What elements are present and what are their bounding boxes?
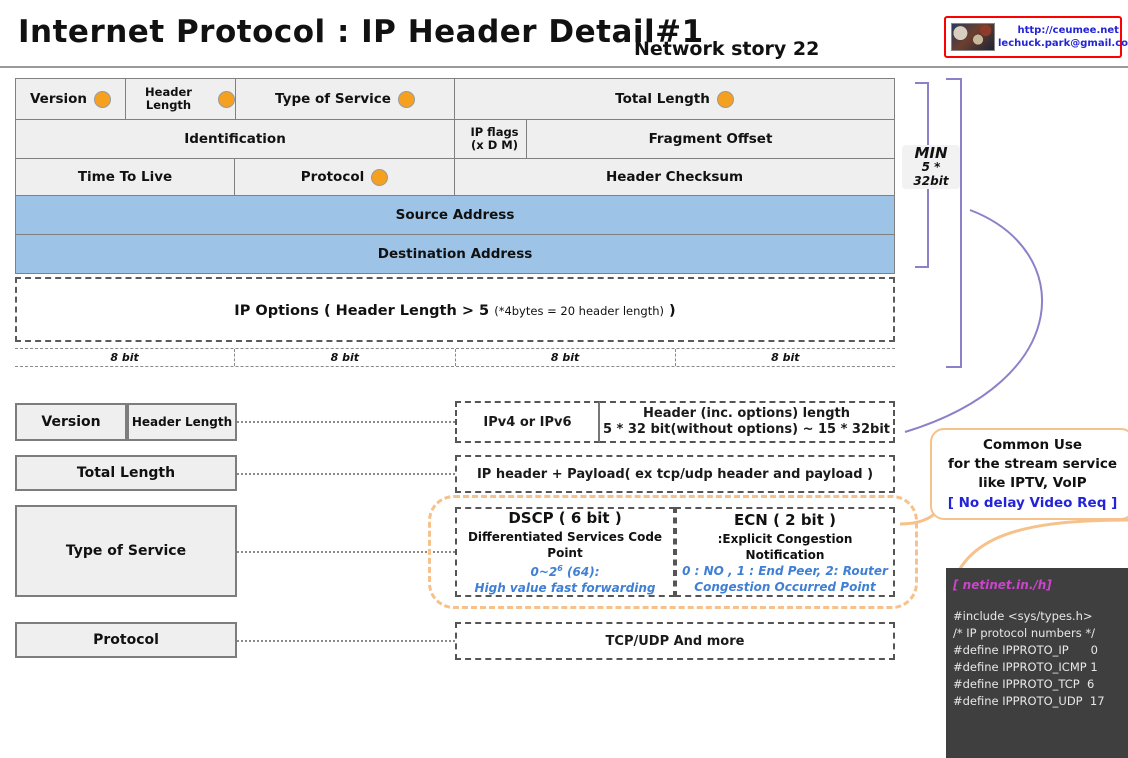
ip-options-main-label: IP Options ( Header Length > 5 [234,303,495,319]
logo-url[interactable]: http://ceumee.net [1017,25,1119,36]
code-line: #define IPPROTO_UDP 17 [953,694,1105,708]
cell-version: Version [16,79,126,119]
page-title: Internet Protocol : IP Header Detail#1 [18,14,704,50]
cell-protocol-label: Protocol [300,168,365,185]
detail-box-version[interactable]: Version [15,403,127,441]
ip-options-close-label: ) [664,303,676,319]
logo-contact-text: http://ceumee.net lechuck.park@gmail.com [995,24,1128,50]
orange-marker-icon [397,90,415,108]
code-spacer [953,594,1121,608]
ruler-segment: 8 bit [235,349,456,366]
min-label-line1: MIN [914,144,948,162]
cell-identification: Identification [16,120,455,158]
cell-protocol: Protocol [235,159,455,195]
orange-marker-icon [716,90,734,108]
orange-marker-icon [94,90,112,108]
cell-ip-options: IP Options ( Header Length > 5 (*4bytes … [15,277,895,342]
detail-box-total-length[interactable]: Total Length [15,455,237,491]
detail-box-type-of-service[interactable]: Type of Service [15,505,237,597]
explain-ecn: ECN ( 2 bit ) :Explicit Congestion Notif… [675,507,895,597]
connector-total-length [237,473,455,475]
common-use-line3: like IPTV, VoIP [978,474,1087,491]
header-divider [0,66,1128,68]
logo-thumbnail-image [951,23,995,51]
detail-box-header-length[interactable]: Header Length [127,403,237,441]
page-subtitle: Network story 22 [634,38,820,60]
table-row: Source Address [16,196,894,235]
cell-total-length: Total Length [455,79,894,119]
ruler-segment: 8 bit [456,349,676,366]
dscp-note-1-sup: 6 [557,564,563,573]
explain-total-length: IP header + Payload( ex tcp/udp header a… [455,455,895,493]
orange-marker-icon [218,90,235,108]
code-line: #include <sys/types.h> [953,609,1093,623]
cell-header-checksum: Header Checksum [455,159,894,195]
orange-marker-icon [371,168,389,186]
connector-version [237,421,455,423]
dscp-note-1: 0~26 (64): [531,561,600,580]
ip-options-note-label: (*4bytes = 20 header length) [494,304,664,318]
cell-header-length-label: Header Length [145,85,192,112]
dscp-subtitle: Differentiated Services Code Point [467,530,663,560]
connector-type-of-service [237,551,455,553]
site-logo-badge[interactable]: http://ceumee.net lechuck.park@gmail.com [944,16,1128,58]
ruler-segment: 8 bit [15,349,236,366]
table-row: Identification IP flags (x D M) Fragment… [16,120,894,159]
explain-header-length: Header (inc. options) length 5 * 32 bit(… [600,401,895,443]
code-line: /* IP protocol numbers */ [953,626,1095,640]
full-header-bracket [946,78,962,368]
cell-type-of-service-label: Type of Service [275,90,391,107]
explain-ip-version: IPv4 or IPv6 [455,401,600,443]
cell-source-address: Source Address [16,196,894,234]
table-row: Destination Address [16,235,894,273]
connector-protocol [237,640,455,642]
cell-type-of-service: Type of Service [236,79,455,119]
code-snippet-panel: [ netinet.in./h] #include <sys/types.h> … [946,568,1128,758]
cell-ip-flags: IP flags (x D M) [455,120,527,158]
cell-header-length: Header Length [126,79,236,119]
cell-version-label: Version [29,90,88,107]
table-row: Version Header Length Type of Service To… [16,79,894,120]
code-line: #define IPPROTO_ICMP 1 [953,660,1098,674]
dscp-note-1a: 0~2 [530,565,558,579]
cell-destination-address: Destination Address [16,235,894,273]
common-use-line1: Common Use [982,436,1083,453]
code-title: [ netinet.in./h] [953,578,1052,592]
code-line: #define IPPROTO_IP 0 [953,643,1098,657]
common-use-line2: for the stream service [947,455,1118,472]
bit-width-ruler: 8 bit 8 bit 8 bit 8 bit [15,348,895,367]
explain-dscp: DSCP ( 6 bit ) Differentiated Services C… [455,507,675,597]
dscp-note-1b: (64): [562,565,600,579]
logo-email[interactable]: lechuck.park@gmail.com [998,38,1128,49]
explain-header-length-line1: Header (inc. options) length [643,406,850,421]
explain-header-length-line2: 5 * 32 bit(without options) ~ 15 * 32bit [602,422,890,437]
common-use-callout: Common Use for the stream service like I… [930,428,1128,520]
min-label-line2: 5 * [921,160,941,174]
table-row: Time To Live Protocol Header Checksum [16,159,894,196]
ecn-title: ECN ( 2 bit ) [734,510,836,529]
dscp-title: DSCP ( 6 bit ) [508,509,622,527]
explain-protocol: TCP/UDP And more [455,622,895,660]
ip-header-table: Version Header Length Type of Service To… [15,78,895,274]
cell-total-length-label: Total Length [615,90,710,107]
ecn-subtitle: :Explicit Congestion Notification [717,531,853,562]
min-label-line3: 32bit [913,174,949,188]
ruler-segment: 8 bit [771,351,800,364]
cell-fragment-offset: Fragment Offset [527,120,894,158]
cell-time-to-live: Time To Live [16,159,235,195]
code-line: #define IPPROTO_TCP 6 [953,677,1095,691]
dscp-note-2: High value fast forwarding [474,581,656,595]
common-use-line4: [ No delay Video Req ] [947,494,1118,511]
detail-box-protocol[interactable]: Protocol [15,622,237,658]
ecn-note-2: Congestion Occurred Point [694,579,876,594]
min-size-label: MIN 5 * 32bit [902,145,960,189]
ecn-note-1: 0 : NO , 1 : End Peer, 2: Router [682,563,888,578]
